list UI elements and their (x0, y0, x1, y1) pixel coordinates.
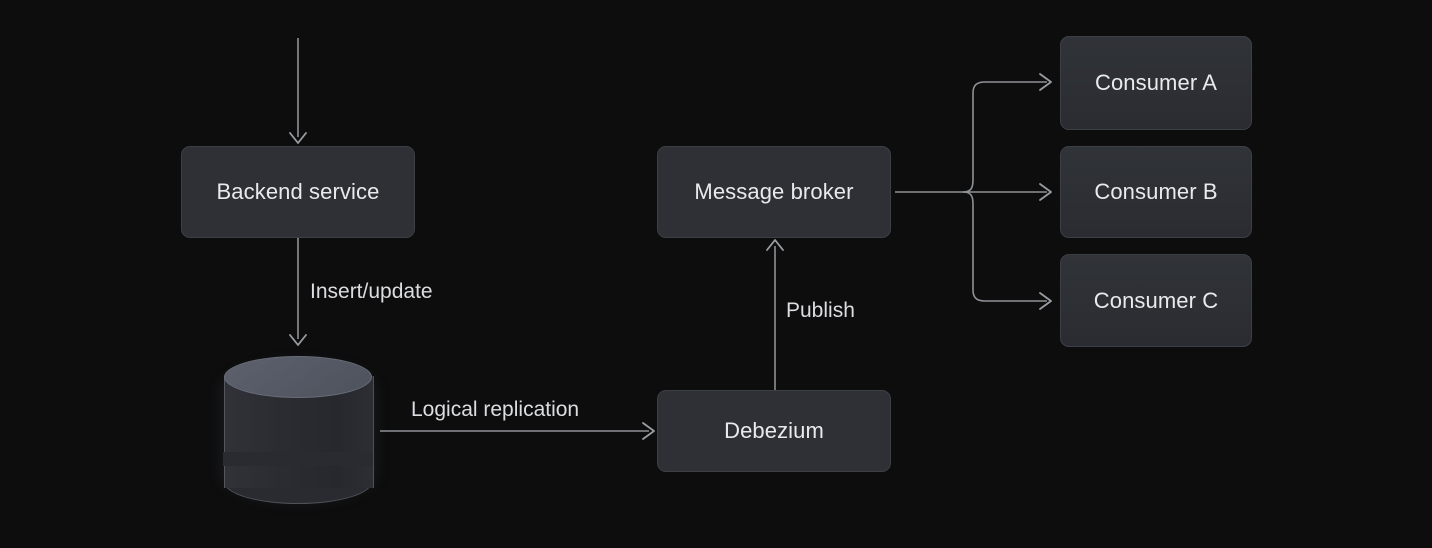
edge-backend-to-database (289, 238, 307, 346)
node-debezium[interactable]: Debezium (657, 390, 891, 472)
edge-broker-to-consumer-c (962, 191, 1052, 310)
node-consumer-b-label: Consumer B (1094, 179, 1218, 204)
node-consumer-a[interactable]: Consumer A (1060, 36, 1252, 130)
node-debezium-label: Debezium (724, 418, 824, 443)
edge-broker-to-consumer-b (963, 183, 1052, 201)
edge-broker-to-consumer-a (962, 73, 1052, 193)
node-message-broker[interactable]: Message broker (657, 146, 891, 238)
node-message-broker-label: Message broker (694, 179, 854, 204)
node-database[interactable] (222, 356, 374, 504)
node-consumer-b[interactable]: Consumer B (1060, 146, 1252, 238)
node-consumer-c[interactable]: Consumer C (1060, 254, 1252, 347)
edge-label-logical-replication: Logical replication (411, 398, 580, 421)
node-consumer-a-label: Consumer A (1094, 70, 1218, 95)
edge-inbound-to-backend (289, 38, 307, 144)
database-cylinder-body-mask (223, 452, 373, 466)
edge-debezium-to-broker (766, 239, 784, 390)
edge-label-publish: Publish (786, 299, 855, 322)
database-cylinder-top-ellipse (224, 356, 372, 398)
node-consumer-c-label: Consumer C (1093, 287, 1219, 313)
node-backend-service[interactable]: Backend service (181, 146, 415, 238)
node-backend-service-label: Backend service (216, 179, 380, 204)
edge-database-to-debezium (380, 422, 655, 440)
edge-label-insert-update: Insert/update (310, 280, 433, 303)
